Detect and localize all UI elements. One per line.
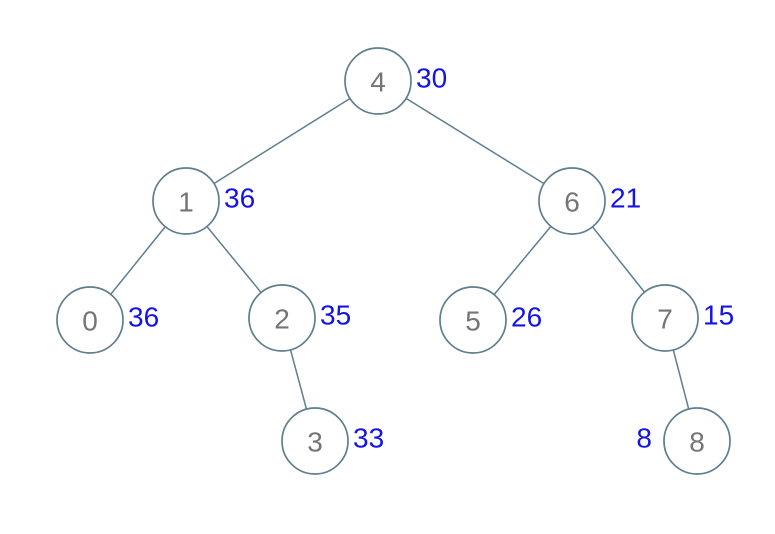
node-circle-0 bbox=[56, 286, 124, 354]
node-value-label-7: 15 bbox=[703, 300, 734, 331]
tree-node-7: 7 15 bbox=[631, 284, 734, 352]
node-id-label-8: 8 bbox=[689, 427, 705, 458]
tree-node-8: 88 bbox=[636, 407, 731, 475]
node-circle-6 bbox=[538, 167, 606, 235]
node-id-label-3: 3 bbox=[307, 427, 323, 458]
node-id-label-7: 7 bbox=[657, 304, 673, 335]
node-value-label-1: 36 bbox=[224, 183, 255, 214]
node-id-label-2: 2 bbox=[274, 304, 290, 335]
tree-node-5: 5 26 bbox=[439, 286, 542, 354]
node-id-label-1: 1 bbox=[178, 187, 194, 218]
tree-node-4: 4 30 bbox=[344, 47, 447, 115]
node-value-label-8: 8 bbox=[636, 423, 652, 454]
node-value-label-5: 26 bbox=[511, 302, 542, 333]
node-id-label-6: 6 bbox=[564, 187, 580, 218]
node-circle-7 bbox=[631, 284, 699, 352]
tree-node-0: 0 36 bbox=[56, 286, 159, 354]
node-id-label-4: 4 bbox=[370, 67, 386, 98]
tree-edge-4-6 bbox=[377, 80, 573, 202]
node-circle-8 bbox=[663, 407, 731, 475]
node-value-label-4: 30 bbox=[416, 63, 447, 94]
node-circle-1 bbox=[152, 167, 220, 235]
node-value-label-2: 35 bbox=[320, 300, 351, 331]
node-value-label-6: 21 bbox=[610, 183, 641, 214]
node-circle-5 bbox=[439, 286, 507, 354]
tree-node-1: 1 36 bbox=[152, 167, 255, 235]
node-value-label-3: 33 bbox=[353, 423, 384, 454]
node-id-label-5: 5 bbox=[465, 306, 481, 337]
node-value-label-0: 36 bbox=[128, 302, 159, 333]
node-circle-4 bbox=[344, 47, 412, 115]
node-circle-3 bbox=[281, 407, 349, 475]
node-circle-2 bbox=[248, 284, 316, 352]
tree-node-2: 2 35 bbox=[248, 284, 351, 352]
tree-node-6: 6 21 bbox=[538, 167, 641, 235]
tree-edge-4-1 bbox=[185, 80, 379, 202]
node-id-label-0: 0 bbox=[82, 306, 98, 337]
